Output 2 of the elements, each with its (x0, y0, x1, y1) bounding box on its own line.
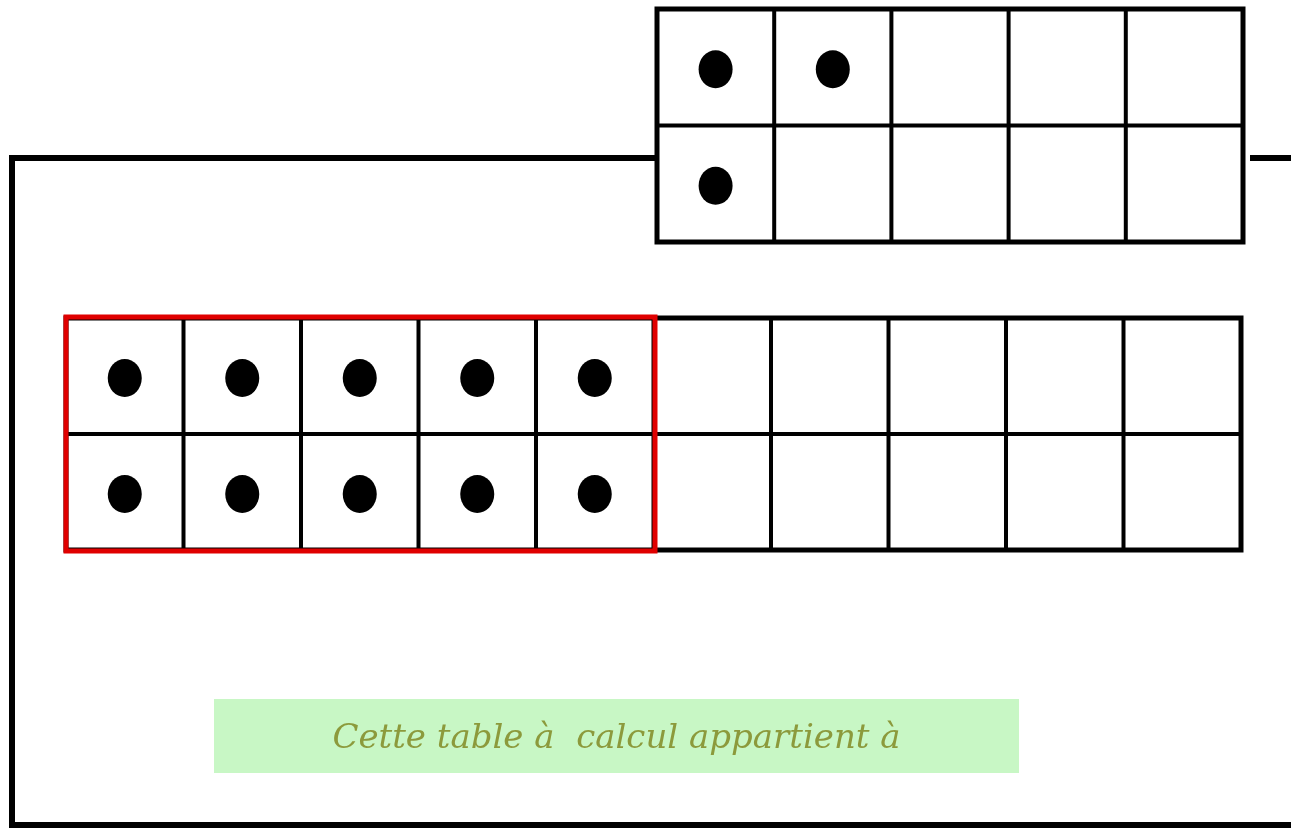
ownership-text: Cette table à calcul appartient à (332, 716, 901, 756)
name-banner (214, 699, 1019, 773)
